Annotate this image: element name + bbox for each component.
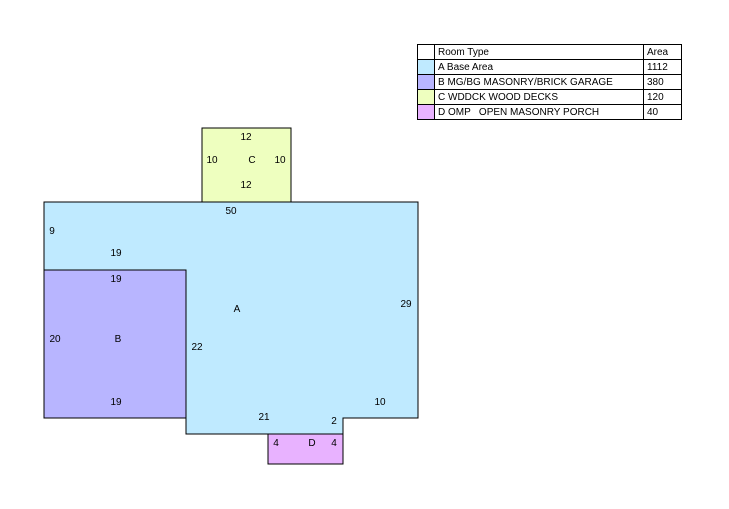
dim-b-top: 19 (110, 274, 122, 285)
legend-header-row: Room Type Area (417, 44, 682, 60)
dim-c-right: 10 (274, 155, 286, 166)
dim-b-left: 20 (49, 334, 61, 345)
dim-c-bottom: 12 (240, 180, 252, 191)
dim-c-top: 12 (240, 132, 252, 143)
legend-swatch (417, 74, 435, 90)
legend-area-value: 120 (643, 89, 682, 105)
area-d-porch (267, 433, 344, 465)
dim-c-left: 10 (206, 155, 218, 166)
dim-d-left: 4 (273, 438, 279, 449)
dim-a-inner-top: 19 (110, 248, 122, 259)
legend-row: C WDDCK WOOD DECKS 120 (417, 89, 682, 105)
legend-area-value: 380 (643, 74, 682, 90)
dim-a-left-upper: 9 (49, 226, 55, 237)
legend-room-type: A Base Area (434, 59, 644, 75)
legend-row: D OMP OPEN MASONRY PORCH 40 (417, 104, 682, 120)
label-area-c: C (248, 155, 255, 166)
label-area-a: A (234, 304, 241, 315)
legend-area-value: 40 (643, 104, 682, 120)
area-c-wood-deck (201, 127, 292, 203)
dim-a-inner-left: 22 (191, 342, 203, 353)
legend-swatch (417, 104, 435, 120)
room-type-legend: Room Type Area A Base Area 1112 B MG/BG … (417, 44, 682, 120)
legend-header-room-type: Room Type (434, 44, 644, 60)
legend-row: A Base Area 1112 (417, 59, 682, 75)
dim-a-bottom: 21 (258, 412, 270, 423)
legend-room-type: C WDDCK WOOD DECKS (434, 89, 644, 105)
dim-b-bottom: 19 (110, 397, 122, 408)
legend-header-area: Area (643, 44, 682, 60)
dim-a-step: 2 (331, 416, 337, 427)
legend-swatch (417, 89, 435, 105)
legend-room-type: B MG/BG MASONRY/BRICK GARAGE (434, 74, 644, 90)
legend-row: B MG/BG MASONRY/BRICK GARAGE 380 (417, 74, 682, 90)
dim-a-bottom-right: 10 (374, 397, 386, 408)
label-area-d: D (308, 438, 315, 449)
dim-a-top: 50 (225, 206, 237, 217)
legend-area-value: 1112 (643, 59, 682, 75)
dim-a-right: 29 (400, 299, 412, 310)
legend-swatch (417, 59, 435, 75)
label-area-b: B (115, 334, 122, 345)
legend-header-blank (417, 44, 435, 60)
legend-room-type: D OMP OPEN MASONRY PORCH (434, 104, 644, 120)
area-b-garage (43, 269, 187, 419)
dim-d-right: 4 (331, 438, 337, 449)
